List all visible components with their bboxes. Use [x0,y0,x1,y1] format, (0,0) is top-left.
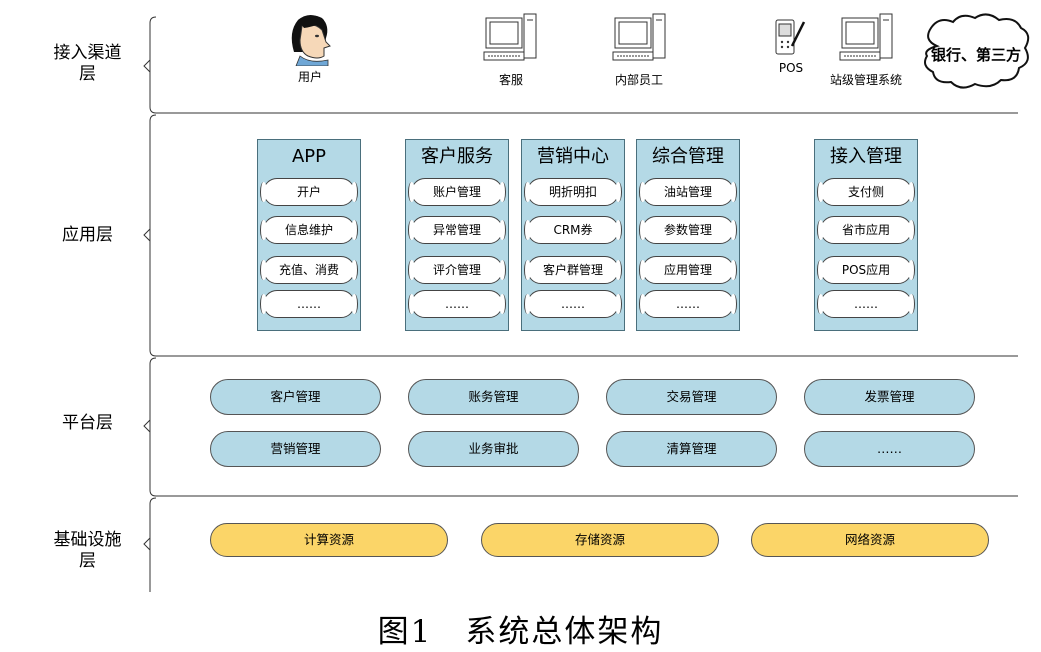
platform-service: 账务管理 [408,379,579,415]
module-item: 账户管理 [408,178,506,206]
layer-label-access: 接入渠道 层 [53,43,122,84]
access-layer-border [149,16,1018,114]
module-title: 营销中心 [537,146,609,167]
layer-label-platform: 平台层 [62,413,113,433]
module-item: …… [408,290,506,318]
platform-layer-border [149,357,1018,497]
channel-label-station-system: 站级管理系统 [829,73,902,87]
module-item: 油站管理 [639,178,737,206]
module-title: 综合管理 [652,146,724,167]
user-icon [291,15,331,66]
infrastructure-resource: 网络资源 [751,523,989,557]
infrastructure-layer-border [149,497,157,592]
platform-service: 发票管理 [804,379,975,415]
module-item: 客户群管理 [524,256,622,284]
layer-frame [143,16,1018,592]
platform-service: 客户管理 [210,379,381,415]
module-access-management: 接入管理 支付侧 省市应用 POS应用 …… [814,139,918,331]
module-customer-service: 客户服务 账户管理 异常管理 评介管理 …… [405,139,509,331]
layer-label-infrastructure: 基础设施 层 [53,530,122,571]
pos-device-icon [775,19,806,55]
cloud-icon [924,13,1030,89]
module-item: 支付侧 [817,178,915,206]
computer-icon [483,13,537,61]
computer-icon [839,13,893,61]
module-item: 省市应用 [817,216,915,244]
brace-tick [143,228,151,242]
platform-service: 交易管理 [606,379,777,415]
module-item: …… [524,290,622,318]
module-item: 信息维护 [260,216,358,244]
brace-tick [143,537,151,551]
module-app: APP 开户 信息维护 充值、消费 …… [257,139,361,331]
module-item: 异常管理 [408,216,506,244]
brace-tick [143,419,151,433]
module-item: 明折明扣 [524,178,622,206]
module-item: CRM券 [524,216,622,244]
figure-caption: 图1 系统总体架构 [377,614,664,650]
module-marketing-center: 营销中心 明折明扣 CRM券 客户群管理 …… [521,139,625,331]
module-item: 开户 [260,178,358,206]
module-item: 参数管理 [639,216,737,244]
platform-service: 营销管理 [210,431,381,467]
module-title: APP [291,146,327,167]
channel-label-internal-staff: 内部员工 [614,73,663,87]
computer-icon [612,13,666,61]
channel-label-cloud: 银行、第三方 [930,46,1021,64]
module-general-management: 综合管理 油站管理 参数管理 应用管理 …… [636,139,740,331]
module-item: …… [639,290,737,318]
module-item: …… [817,290,915,318]
brace-tick [143,59,151,73]
platform-service: …… [804,431,975,467]
infrastructure-resource: 计算资源 [210,523,448,557]
channel-label-pos: POS [778,61,804,75]
module-item: POS应用 [817,256,915,284]
channel-label-user: 用户 [297,70,322,84]
module-item: 充值、消费 [260,256,358,284]
channel-label-customer-service: 客服 [498,73,523,87]
module-item: …… [260,290,358,318]
infrastructure-resource: 存储资源 [481,523,719,557]
application-layer-border [149,114,1018,357]
layer-label-application: 应用层 [62,225,113,245]
platform-service: 业务审批 [408,431,579,467]
module-title: 接入管理 [830,146,902,167]
module-item: 应用管理 [639,256,737,284]
module-item: 评介管理 [408,256,506,284]
platform-service: 清算管理 [606,431,777,467]
module-title: 客户服务 [421,146,493,167]
